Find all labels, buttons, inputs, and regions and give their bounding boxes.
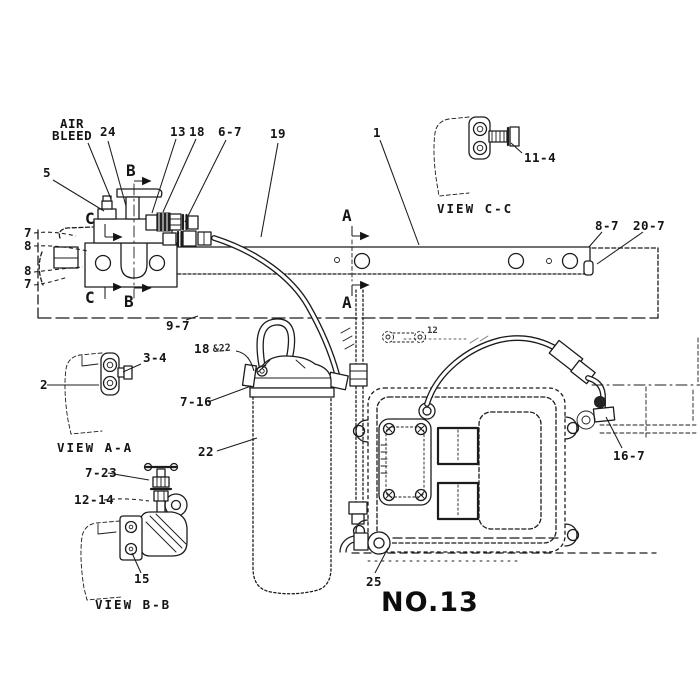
pump-assembly — [53, 188, 212, 288]
view-bb-label: VIEW B-B — [95, 597, 171, 612]
callout-7-16: 7-16 — [180, 394, 212, 409]
callout-2: 2 — [40, 377, 48, 392]
ecm-top-bracket — [382, 331, 426, 343]
ecm-connector-blocks — [436, 426, 480, 521]
ecm-module — [351, 331, 657, 562]
fuel-line-vertical — [340, 289, 368, 525]
view-cc-label: VIEW C-C — [437, 201, 513, 216]
callout-16-7: 16-7 — [613, 448, 645, 463]
hose-19 — [211, 235, 349, 391]
mount-flange — [119, 515, 143, 561]
filter-canister — [252, 396, 332, 595]
callout-7-lower: 7 — [24, 276, 32, 291]
leader-lines — [33, 138, 644, 574]
elbow-body — [139, 511, 188, 557]
callout-24: 24 — [100, 124, 116, 139]
ecm-gasket-plate — [378, 418, 432, 506]
callout-9-7: 9-7 — [166, 318, 190, 333]
section-letter-c-top: C — [85, 209, 95, 228]
callout-13: 13 — [170, 124, 186, 139]
callout-12-14: 12-14 — [74, 492, 114, 507]
callout-20-7: 20-7 — [633, 218, 665, 233]
ecm-cover — [478, 411, 542, 530]
callout-11-4: 11-4 — [524, 150, 556, 165]
callout-18-top: 18 — [189, 124, 205, 139]
callout-19: 19 — [270, 126, 286, 141]
hose-ecm-to-fitting — [424, 335, 700, 439]
page-title: NO.13 — [381, 587, 479, 618]
section-letter-b-top: B — [126, 161, 136, 180]
air-bleed-label-1: AIR — [60, 116, 84, 131]
filter-clamp — [241, 363, 257, 388]
mounting-rail — [87, 246, 594, 276]
bolt-head — [123, 365, 133, 380]
engine-boundary-outline — [37, 226, 659, 319]
callout-7-23: 7-23 — [85, 465, 117, 480]
hose-clamp-marks — [340, 327, 355, 350]
titles: VIEW C-C VIEW A-A VIEW B-B NO.13 — [57, 201, 513, 618]
elbow-25 — [339, 531, 391, 555]
fuel-line-union-nut — [349, 363, 368, 387]
air-bleed-screw — [101, 200, 113, 210]
callout-7-upper: 7 — [24, 225, 32, 240]
callout-8-upper: 8 — [24, 238, 32, 253]
callout-3-4: 3-4 — [143, 350, 167, 365]
view-aa-inset — [64, 352, 133, 435]
section-marks: B B C C A A — [85, 161, 370, 312]
callout-15: 15 — [134, 571, 150, 586]
right-bracket-outline — [576, 337, 700, 439]
clamp-note: &22 — [212, 343, 231, 355]
inlet-block — [53, 246, 79, 269]
ecm-small-mark: 12 — [427, 326, 438, 336]
elbow-fitting — [594, 396, 606, 408]
callout-6-7: 6-7 — [218, 124, 242, 139]
section-letter-b-bottom: B — [124, 292, 134, 311]
pump-fittings — [145, 212, 212, 248]
callout-8-7: 8-7 — [595, 218, 619, 233]
pump-flange — [84, 242, 178, 288]
air-bleed-label-2: BLEED — [52, 128, 92, 143]
view-aa-label: VIEW A-A — [57, 440, 133, 455]
callout-5: 5 — [43, 165, 51, 180]
section-letter-a-bottom: A — [342, 293, 352, 312]
callout-8-lower: 8 — [24, 263, 32, 278]
section-letter-a-top: A — [342, 206, 352, 225]
view-bb-inset — [80, 462, 188, 601]
callout-labels: AIR BLEED 24 13 18 6-7 19 1 11-4 5 7 8 8… — [24, 116, 665, 589]
rail-end-plug — [583, 260, 594, 276]
callout-25: 25 — [366, 574, 382, 589]
callout-22: 22 — [198, 444, 214, 459]
filter-collar — [249, 387, 335, 398]
fuel-filter-assembly — [241, 318, 335, 595]
view-cc-inset — [433, 116, 520, 197]
section-letter-c-bottom: C — [85, 288, 95, 307]
callout-1: 1 — [373, 125, 381, 140]
top-bracket — [116, 188, 163, 198]
callout-18-mid: 18 — [194, 341, 210, 356]
